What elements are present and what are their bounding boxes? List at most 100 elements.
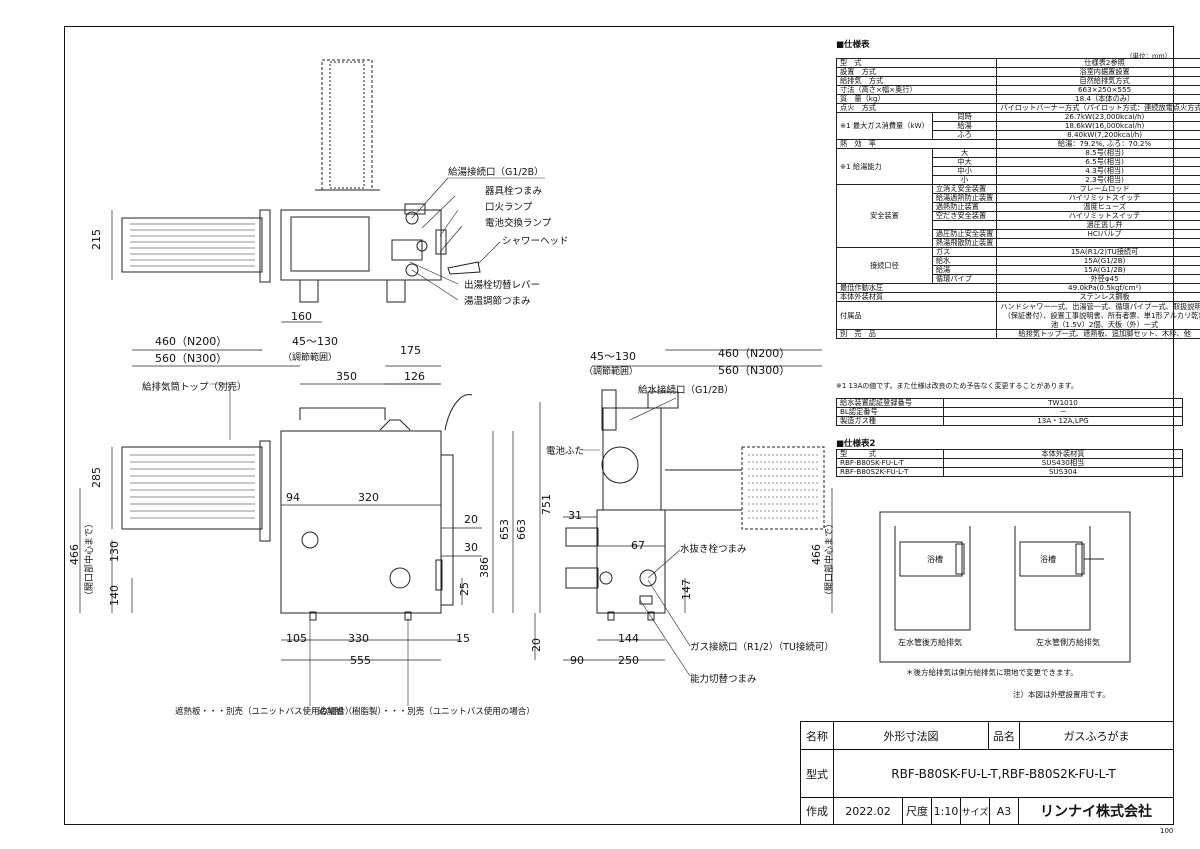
- spec-cell: 別 売 品: [835, 329, 998, 339]
- spec-cell: 給湯: [931, 121, 998, 131]
- tb-name-label: 名称: [800, 721, 834, 750]
- spec-cell: 同時: [931, 112, 998, 122]
- spec-cell: ハイリミットスイッチ: [996, 211, 1200, 221]
- spec-cell: 付属品: [835, 301, 998, 330]
- spec-cell: 小: [931, 175, 998, 185]
- spec-cell: 13A・12A,LPG: [943, 416, 1183, 426]
- dim-130: 130: [108, 541, 121, 562]
- tb-date: 2022.02: [833, 797, 903, 825]
- label-shanetsu: 遮熱板・・・別売（ユニットバス使用の場合）: [175, 706, 354, 717]
- spec-row: 給排気 方式自然給排気方式: [835, 76, 1200, 86]
- spec-cell: SUS304: [943, 467, 1183, 477]
- spec-row: 安全装置立消え安全装置フレームロッド: [836, 184, 1200, 248]
- spec-cell: 給湯過熱防止装置: [931, 193, 998, 203]
- spec-cell: 給排気トップ一式、遮熱板、追加脚セット、木枠、他: [996, 329, 1200, 339]
- inset-left-caption: 左水管後方給排気: [898, 637, 962, 647]
- spec-cell: ※1 給湯能力: [836, 148, 933, 185]
- label-kyuhai-top: 給排気筒トップ（別売）: [142, 381, 247, 393]
- dim-320: 320: [358, 491, 379, 504]
- spec-cell: 15A(G1/2B): [996, 256, 1200, 266]
- spec-cell: HCIバルブ: [996, 229, 1200, 239]
- spec-cell: 最低作動水圧: [835, 283, 998, 293]
- spec-footnote: ※1 13Aの値です。また仕様は改良のため予告なく変更することがあります。: [836, 382, 1078, 390]
- spec-cell: 寸法（高さ×幅×奥行）: [835, 85, 998, 95]
- spec-cell: 本体外装材質: [835, 292, 998, 302]
- dim-147: 147: [680, 579, 693, 600]
- spec-cell: 給水: [931, 256, 998, 266]
- spec-cell: 15A(R1/2)TU接続可: [996, 247, 1200, 257]
- label-denchi: 電池交換ランプ: [485, 217, 552, 229]
- label-dettou: 出湯栓切替レバー: [464, 279, 540, 291]
- tb-name: 外形寸法図: [833, 721, 989, 750]
- tb-made-label: 作成: [800, 797, 834, 825]
- label-yuon: 湯温調節つまみ: [464, 295, 531, 307]
- dim-160: 160: [291, 310, 312, 323]
- spec-row: 熱 効 率給湯：79.2%, ふろ：70.2%: [835, 139, 1200, 149]
- inset-tub-right: 浴槽: [1040, 554, 1056, 564]
- spec-cell: 型 式: [836, 449, 944, 459]
- spec-cell: 設置 方式: [835, 67, 998, 77]
- spec-cell: 熱 効 率: [835, 139, 998, 149]
- inset-note: ＊後方給排気は側方給排気に現地で変更できます。: [906, 667, 1078, 677]
- dim-20-bottom: 20: [530, 638, 543, 652]
- dim-386: 386: [478, 557, 491, 578]
- spec-cell: 安全装置: [836, 184, 933, 248]
- tb-product: ガスふろがま: [1019, 721, 1174, 750]
- spec-cell: 15A(G1/2B): [996, 265, 1200, 275]
- dim-653: 653: [498, 519, 511, 540]
- label-kuchibi: 口火ランプ: [485, 202, 533, 213]
- dim-20: 20: [464, 513, 478, 526]
- dim-side-466: 466: [810, 544, 823, 565]
- spec-heading: ■仕様表: [836, 40, 870, 50]
- spec-cell: 中大: [931, 157, 998, 167]
- dim-466: 466: [68, 544, 81, 565]
- dim-126: 126: [404, 370, 425, 383]
- spec-cell: 中小: [931, 166, 998, 176]
- spec-cell: －: [943, 407, 1183, 417]
- spec-table: 型 式仕様表2参照設置 方式浴室内据置設置給排気 方式自然給排気方式寸法（高さ×…: [835, 58, 1200, 339]
- dim-25: 25: [458, 582, 471, 596]
- spec-cell: 質 量（kg）: [835, 94, 998, 104]
- dim-side-560: 560（N300）: [718, 364, 790, 377]
- spec-cell: 温度ヒューズ: [996, 202, 1200, 212]
- dim-555: 555: [350, 654, 371, 667]
- dim-15: 15: [456, 632, 470, 645]
- spec-row: 付属品ハンドシャワー一式、出湯管一式、循環パイプ一式、取扱説明書（保証書付）、設…: [835, 301, 1200, 330]
- tb-scale: 1:10: [931, 797, 961, 825]
- spec-cell: RBF-B80SK-FU-L-T: [836, 458, 944, 468]
- dim-90: 90: [570, 654, 584, 667]
- chosei-top: （調節範囲）: [283, 351, 337, 363]
- dim-side-45-130: 45～130: [590, 350, 636, 363]
- inset-tub-left: 浴槽: [927, 554, 943, 564]
- dim-250: 250: [618, 654, 639, 667]
- spec-cell: BL認定番号: [836, 407, 944, 417]
- dim-663: 663: [515, 519, 528, 540]
- spec-cell: ふろ: [931, 130, 998, 140]
- spec-cell: 本体外装材質: [943, 449, 1183, 459]
- spec-row: 寸法（高さ×幅×奥行） 663×250×555: [835, 85, 1200, 95]
- spec-cell: 8.40kW(7,200kcal/h): [996, 130, 1200, 140]
- dim-105: 105: [286, 632, 307, 645]
- dim-side-466-note: （開口部中心まで）: [823, 519, 835, 600]
- spec-row: 設置 方式浴室内据置設置: [835, 67, 1200, 77]
- dim-30: 30: [464, 541, 478, 554]
- tb-model: RBF-B80SK-FU-L-T,RBF-B80S2K-FU-L-T: [833, 749, 1174, 798]
- spec-cell: 立消え安全装置: [931, 184, 998, 194]
- label-kyusui: 給水接続口（G1/2B）: [638, 384, 734, 396]
- spec-cell: 過圧逃し弁: [996, 220, 1200, 230]
- dim-285: 285: [90, 467, 103, 488]
- spec-cell: 8.5号(相当): [996, 148, 1200, 158]
- spec-row: 本体外装材質ステンレス鋼板: [835, 292, 1200, 302]
- spec-cell: 型 式: [835, 58, 998, 68]
- label-gas: ガス接続口（R1/2）（TU接続可）: [690, 641, 834, 653]
- spec-cell: ハンドシャワー一式、出湯管一式、循環パイプ一式、取扱説明書（保証書付）、設置工事…: [996, 301, 1200, 330]
- spec2-header: 型 式本体外装材質: [836, 449, 1183, 459]
- spec-cell: 給湯: [931, 265, 998, 275]
- spec-cell: 18.4（本体のみ）: [996, 94, 1200, 104]
- drawing-frame: [64, 26, 1174, 825]
- spec-cell: 49.0kPa(0.5kgf/cm²): [996, 283, 1200, 293]
